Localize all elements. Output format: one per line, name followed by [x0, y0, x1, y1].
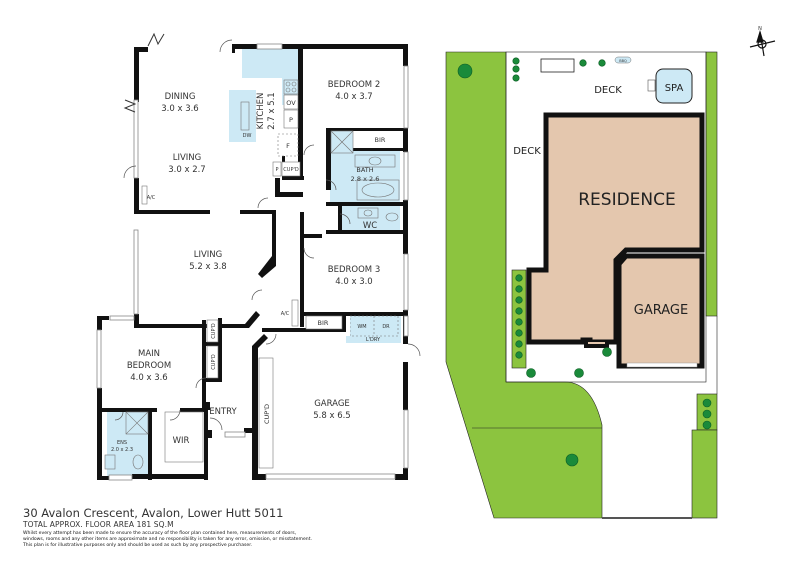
kitchen-cupboard-label: CUP'D	[283, 167, 299, 173]
hall-cupboard-1	[206, 319, 219, 343]
ac-unit-living	[141, 185, 148, 205]
room-name-wir: WIR	[173, 436, 190, 446]
room-size-living-main: 5.2 x 3.8	[189, 262, 226, 272]
entry-notch	[584, 342, 609, 348]
room-name-laundry: L'DRY	[366, 337, 381, 343]
small-pantry-box	[272, 161, 282, 177]
spa-label: SPA	[665, 83, 684, 94]
room-size-dining: 3.0 x 3.6	[161, 104, 198, 114]
fridge-label: F	[286, 142, 290, 150]
compass-icon: N	[749, 26, 776, 57]
compass-north-label: N	[758, 26, 762, 32]
laundry-area	[346, 315, 401, 343]
garage-cupboard	[258, 357, 274, 469]
vanity-bath	[354, 154, 396, 168]
deck-top-label: DECK	[594, 85, 622, 96]
ac-hall-label: A/C	[281, 311, 290, 317]
room-name-main-bedroom-2: BEDROOM	[127, 361, 171, 371]
dryer-label: DR	[382, 324, 390, 330]
room-size-bath: 2.8 x 2.6	[351, 175, 380, 183]
room-name-dining: DINING	[165, 92, 196, 102]
dishwasher-label: DW	[243, 133, 252, 139]
deck-boundary	[505, 51, 707, 383]
bbq-icon	[614, 56, 632, 64]
deck-side-label: DECK	[513, 146, 541, 157]
listing-footer: 30 Avalon Crescent, Avalon, Lower Hutt 5…	[23, 507, 443, 549]
ensuite-toilet	[132, 454, 144, 470]
fixture-labels: OV P F P CUP'D DW A/C A/C BIR BIR WM DR …	[147, 99, 390, 424]
room-size-bedroom2: 4.0 x 3.7	[335, 92, 372, 102]
room-size-ensuite: 2.0 x 2.3	[111, 447, 133, 453]
room-name-ensuite: ENS	[117, 440, 127, 446]
garage-site-label: GARAGE	[634, 303, 688, 318]
room-name-garage: GARAGE	[314, 399, 350, 409]
hall-cupboard-1-label: CUP'D	[211, 323, 217, 339]
wir-shelf	[164, 411, 204, 463]
room-name-bedroom3: BEDROOM 3	[328, 265, 380, 275]
hall-cupboard-2-label: CUP'D	[211, 354, 217, 370]
cooktop-icon	[283, 79, 299, 95]
walls	[97, 44, 408, 480]
lawn-areas	[445, 51, 718, 519]
ac-unit-hall	[291, 299, 299, 327]
room-name-wc: WC	[363, 221, 377, 231]
sink-icon	[240, 101, 250, 131]
fixtures	[104, 79, 400, 470]
lawn-southeast	[691, 429, 718, 519]
residence-footprint	[526, 112, 705, 345]
room-name-living-main: LIVING	[194, 250, 223, 260]
pantry-box	[283, 109, 299, 129]
room-name-living-upper: LIVING	[173, 153, 202, 163]
hall-cupboard-2	[206, 345, 219, 379]
room-size-kitchen: 2.7 x 5.1	[267, 92, 277, 129]
pantry-label: P	[289, 116, 293, 124]
small-pantry-label: P	[275, 167, 278, 173]
room-size-bedroom3: 4.0 x 3.0	[335, 277, 372, 287]
bifold-doors	[123, 32, 165, 113]
room-labels: DINING 3.0 x 3.6 LIVING 3.0 x 2.7 KITCHE…	[111, 80, 381, 453]
bir-bedroom2-label: BIR	[375, 136, 386, 144]
shrubs	[457, 57, 712, 467]
ensuite-basin	[104, 454, 116, 470]
room-size-living-upper: 3.0 x 2.7	[168, 165, 205, 175]
kitchen-cupboard-box	[281, 161, 301, 177]
garage-door	[626, 362, 698, 368]
property-address: 30 Avalon Crescent, Avalon, Lower Hutt 5…	[23, 506, 284, 520]
washing-machine-label: WM	[357, 324, 366, 330]
toilet-icon	[385, 212, 399, 222]
room-name-main-bedroom-1: MAIN	[138, 349, 160, 359]
floor-plan: DINING 3.0 x 3.6 LIVING 3.0 x 2.7 KITCHE…	[96, 32, 421, 481]
disclaimer-line-2: windows, rooms and any other items are a…	[23, 537, 312, 542]
disclaimer-line-1: Whilst every attempt has been made to en…	[23, 531, 297, 536]
ac-living-label: A/C	[147, 195, 156, 201]
vanity-wc	[357, 207, 379, 219]
oven-label: OV	[286, 99, 296, 107]
outdoor-table	[540, 58, 575, 73]
windows	[96, 43, 409, 481]
bbq-label: BBQ	[619, 59, 627, 63]
site-plan: DECK DECK SPA BBQ RESIDENCE GARAGE N	[445, 26, 776, 519]
total-floor-area: TOTAL APPROX. FLOOR AREA 181 SQ.M	[23, 520, 174, 529]
fridge-box	[277, 133, 299, 157]
garage-cupboard-label: CUP'D	[263, 404, 271, 424]
disclaimer-line-3: This plan is for illustrative purposes o…	[23, 543, 253, 548]
bir-bed3-box	[305, 315, 343, 330]
room-size-garage: 5.8 x 6.5	[313, 411, 350, 421]
room-name-bath: BATH	[356, 166, 373, 174]
room-size-main-bedroom: 4.0 x 3.6	[130, 373, 167, 383]
residence-label: RESIDENCE	[578, 190, 676, 210]
bir-bedroom3-label: BIR	[318, 319, 329, 327]
disclaimer: Whilst every attempt has been made to en…	[23, 531, 443, 549]
oven-box	[283, 94, 299, 110]
room-name-kitchen: KITCHEN	[256, 93, 266, 130]
room-name-entry: ENTRY	[209, 407, 237, 417]
door-swings	[114, 39, 421, 431]
lawn-east-strip	[705, 51, 718, 317]
spa-steps-icon	[647, 79, 656, 92]
room-name-bedroom2: BEDROOM 2	[328, 80, 380, 90]
spa	[655, 68, 693, 104]
